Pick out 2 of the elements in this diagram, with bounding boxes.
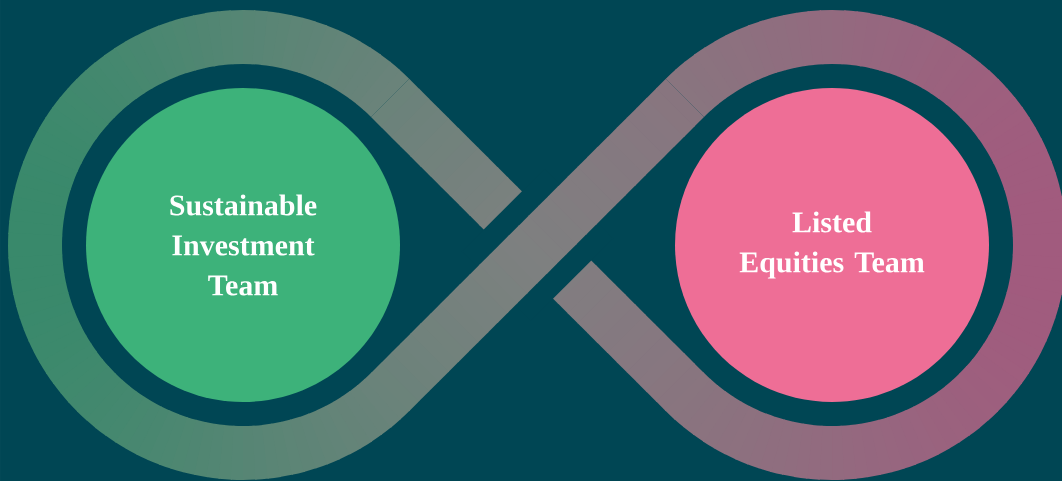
circle-node: Sustainable Investment Team — [86, 88, 400, 402]
circle-node: Listed Equities Team — [675, 88, 989, 402]
